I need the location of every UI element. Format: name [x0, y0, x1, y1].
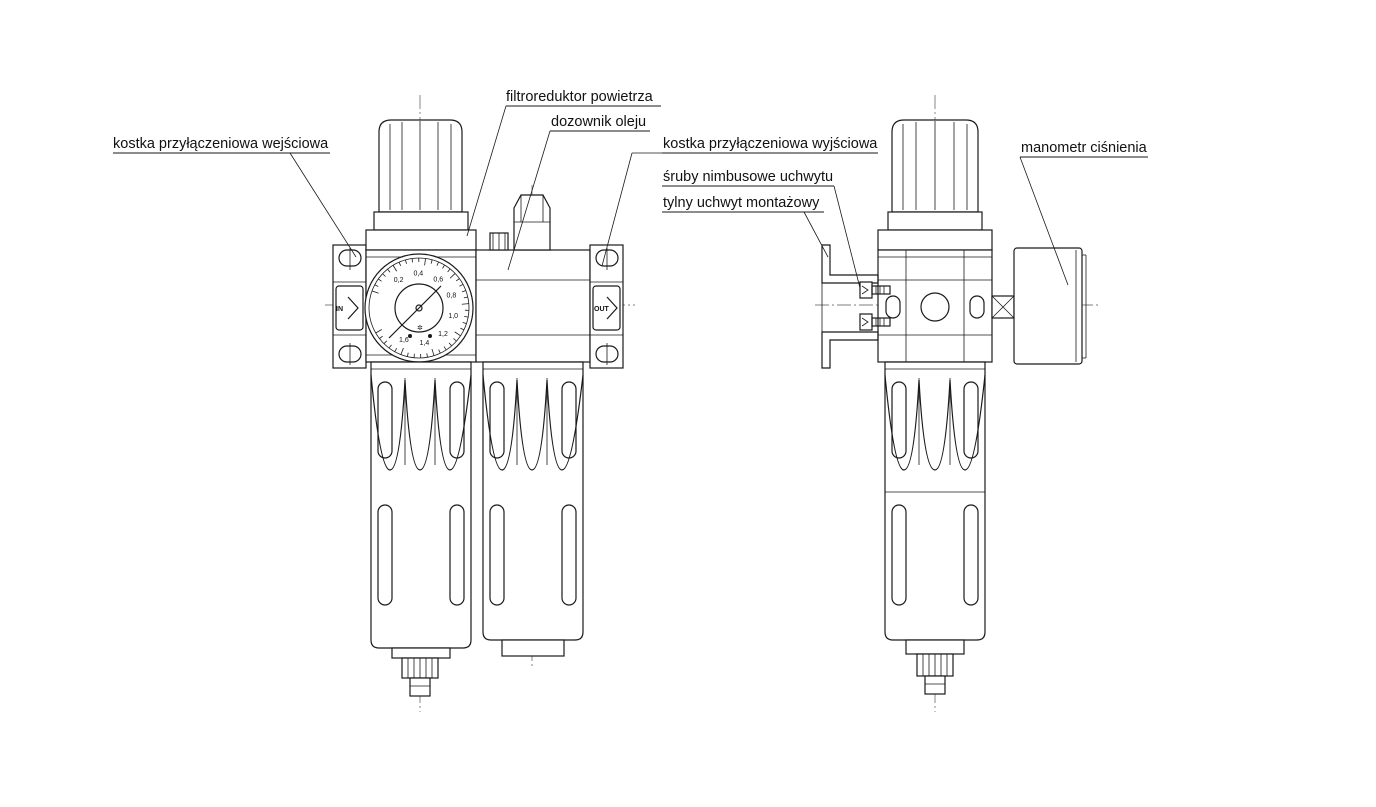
side-regulator-knob: [877, 119, 993, 251]
inlet-block: IN: [332, 244, 367, 369]
gauge-scale-label: 0,2: [394, 277, 404, 284]
gauge-tick: [453, 338, 457, 342]
side-body: [877, 249, 993, 363]
gauge-scale-label: 1,4: [420, 340, 430, 347]
gauge-scale-label: 0,4: [413, 271, 423, 278]
gauge-scale-label: 0,8: [447, 292, 457, 299]
gauge-tick: [394, 348, 398, 352]
gauge-tick: [455, 278, 460, 282]
gauge-symbol: ✲: [417, 324, 423, 332]
gauge-tick: [430, 259, 433, 264]
gauge-tick: [426, 353, 428, 358]
gauge-scale-ticks: 0,2 0,4 0,6 0,8 1,0 1,2 1,4 1,6: [371, 257, 469, 358]
side-pressure-gauge: [991, 247, 1087, 365]
regulator-knob: [365, 119, 477, 251]
lubricator-body: [475, 194, 591, 363]
label-outlet-block: kostka przyłączeniowa wyjściowa: [663, 136, 878, 152]
inlet-port-label: IN: [336, 306, 343, 313]
gauge-scale-label: 1,0: [448, 313, 458, 320]
gauge-tick: [459, 283, 464, 287]
gauge-tick: [406, 352, 409, 357]
gauge-dot: [428, 334, 432, 338]
filter-bowl: [370, 361, 472, 697]
gauge-tick: [375, 329, 382, 334]
gauge-tick: [454, 331, 461, 337]
gauge-tick: [463, 296, 468, 299]
gauge-needle: [388, 285, 442, 339]
callout-labels: kostka przyłączeniowa wejściowa filtrore…: [113, 89, 1148, 211]
front-view: IN 0,2 0,4 0,6 0,8 1,0 1,2 1,4 1,6: [332, 119, 624, 697]
gauge-tick: [442, 264, 445, 269]
side-view: [821, 119, 1087, 695]
leader-lines: [113, 105, 1148, 289]
gauge-tick: [464, 315, 469, 318]
gauge-tick: [387, 268, 391, 273]
gauge-tick: [383, 340, 388, 344]
gauge-tick: [461, 303, 469, 305]
label-pressure-gauge: manometr ciśnienia: [1021, 140, 1148, 156]
label-lubricator: dozownik oleju: [551, 114, 646, 130]
gauge-tick: [371, 290, 379, 294]
gauge-tick: [448, 342, 452, 347]
gauge-tick: [449, 273, 456, 279]
label-rear-bracket: tylny uchwyt montażowy: [663, 195, 820, 211]
gauge-tick: [431, 348, 435, 356]
gauge-tick: [411, 258, 413, 263]
gauge-tick: [398, 261, 402, 266]
gauge-tick: [379, 335, 383, 339]
label-bracket-screws: śruby nimbusowe uchwytu: [663, 169, 833, 185]
gauge-tick: [388, 344, 392, 349]
gauge-tick: [438, 349, 441, 354]
side-filter-bowl: [884, 361, 986, 695]
gauge-tick: [405, 259, 407, 264]
gauge-tick: [374, 284, 379, 287]
gauge-tick: [400, 347, 404, 355]
gauge-tick: [461, 290, 466, 293]
lubricator-bowl: [482, 361, 584, 657]
gauge-scale-label: 1,2: [438, 331, 448, 338]
gauge-tick: [424, 258, 426, 266]
bracket-screws: [859, 281, 891, 331]
gauge-dot: [408, 334, 412, 338]
gauge-tick: [443, 346, 447, 351]
gauge-tick: [382, 273, 386, 277]
outlet-block: OUT: [589, 244, 624, 369]
label-filter-regulator: filtroreduktor powietrza: [506, 89, 654, 105]
gauge-tick: [447, 268, 451, 273]
gauge-tick: [392, 265, 398, 272]
label-inlet-block: kostka przyłączeniowa wejściowa: [113, 136, 329, 152]
gauge-scale-label: 0,6: [433, 276, 443, 283]
gauge-tick: [378, 278, 382, 282]
gauge-tick: [460, 327, 465, 331]
gauge-tick: [462, 322, 467, 325]
gauge-tick: [436, 261, 439, 266]
outlet-port-label: OUT: [594, 306, 610, 313]
mounting-bracket: [821, 244, 879, 369]
gauge-scale-label: 1,6: [399, 337, 409, 344]
front-pressure-gauge: 0,2 0,4 0,6 0,8 1,0 1,2 1,4 1,6 ✲: [364, 253, 474, 363]
